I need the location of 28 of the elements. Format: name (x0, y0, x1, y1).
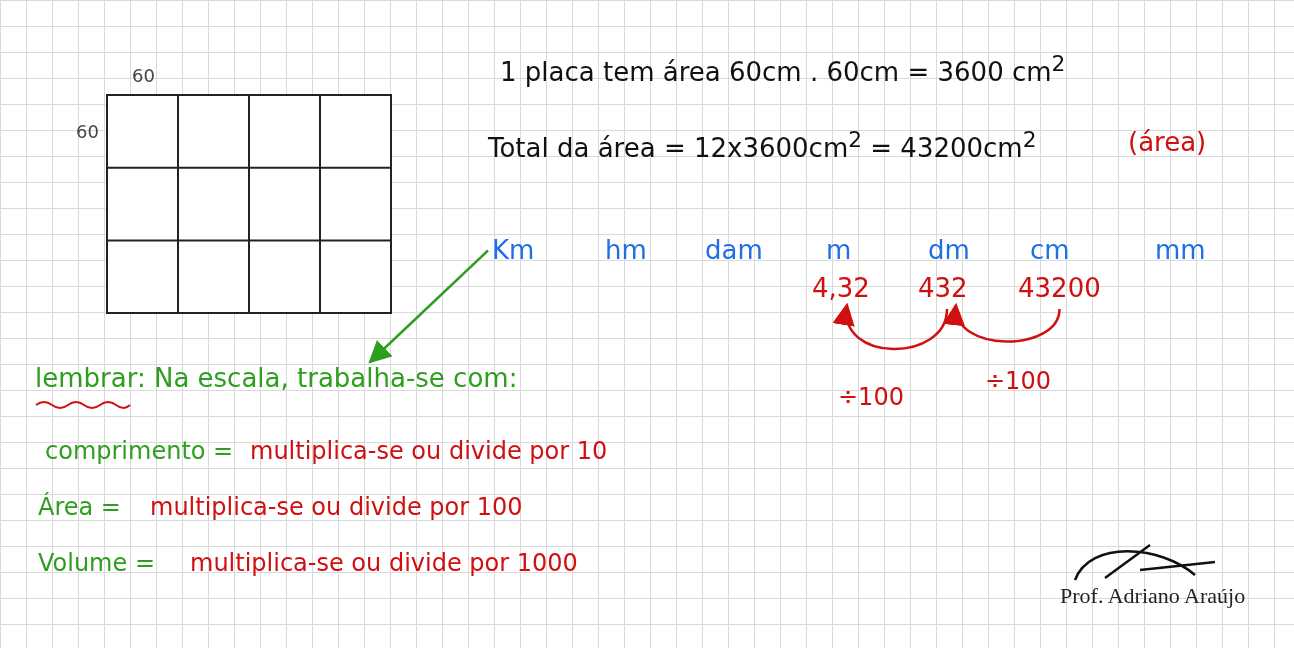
rule-text: multiplica-se ou divide por 10 (250, 438, 608, 465)
value-label: 4,32 (812, 274, 870, 303)
edge-label: ÷100 (985, 368, 1051, 395)
rule-term: comprimento = (45, 438, 234, 465)
unit-label: dm (928, 236, 970, 265)
arrow (368, 249, 489, 364)
author-credit: Prof. Adriano Araújo (1060, 584, 1246, 609)
edge-label: ÷100 (838, 384, 904, 411)
unit-label: cm (1030, 236, 1070, 265)
value-label: 43200 (1018, 274, 1101, 303)
arrow (946, 302, 1061, 343)
unit-label: dam (705, 236, 763, 265)
rule-text: multiplica-se ou divide por 100 (150, 494, 523, 521)
rule-term: Área = (38, 494, 121, 521)
equation-text: 1 placa tem área 60cm . 60cm = 3600 cm$^{2}$ (500, 52, 1066, 87)
unit-label: m (826, 236, 852, 265)
rule-text: multiplica-se ou divide por 1000 (190, 550, 578, 577)
equation-text: Total da área = 12x3600cm$^{2}$ = 43200cm$^{2}$ (488, 128, 1037, 163)
unit-label: hm (605, 236, 647, 265)
dimension-label: 60 (132, 66, 155, 86)
unit-label: Km (492, 236, 535, 265)
reminder-text: lembrar: Na escala, trabalha-se com: (35, 364, 518, 393)
unit-note: (área) (1128, 128, 1207, 157)
dimension-label: 60 (76, 122, 99, 142)
arrow (835, 302, 949, 351)
unit-label: mm (1155, 236, 1206, 265)
rule-term: Volume = (38, 550, 155, 577)
value-label: 432 (918, 274, 968, 303)
